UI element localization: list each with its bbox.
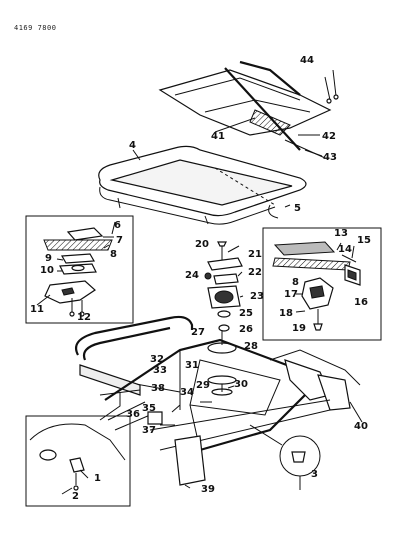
right-inset-detail (262, 227, 382, 341)
callout-15: 15 (357, 235, 371, 246)
callout-37: 37 (142, 425, 156, 436)
callout-41: 41 (211, 131, 225, 142)
callout-2: 2 (72, 491, 79, 502)
callout-38: 38 (151, 383, 165, 394)
callout-25: 25 (239, 308, 253, 319)
callout-4: 4 (129, 140, 136, 151)
callout-18: 18 (279, 308, 293, 319)
callout-24: 24 (185, 270, 199, 281)
callout-9: 9 (45, 253, 52, 264)
callout-43: 43 (323, 152, 337, 163)
callout-20: 20 (195, 239, 209, 250)
callout-34: 34 (180, 387, 194, 398)
callout-22: 22 (248, 267, 262, 278)
callout-5: 5 (294, 203, 301, 214)
drive-stack (204, 241, 244, 396)
sunshade-assembly (158, 60, 339, 159)
callout-13: 13 (334, 228, 348, 239)
callout-19: 19 (292, 323, 306, 334)
callout-36: 36 (126, 409, 140, 420)
callout-11: 11 (30, 304, 44, 315)
callout-35: 35 (142, 403, 156, 414)
callout-31: 31 (185, 360, 199, 371)
callout-28: 28 (244, 341, 258, 352)
callout-8b: 8 (292, 277, 299, 288)
callout-7: 7 (116, 235, 123, 246)
left-inset-detail (25, 215, 134, 324)
callout-30: 30 (234, 379, 248, 390)
callout-29: 29 (196, 380, 210, 391)
callout-17: 17 (284, 289, 298, 300)
callout-40: 40 (354, 421, 368, 432)
callout-12: 12 (77, 312, 91, 323)
callout-23: 23 (250, 291, 264, 302)
clip-circle-detail (249, 424, 321, 490)
callout-44: 44 (300, 55, 314, 66)
callout-21: 21 (248, 249, 262, 260)
callout-3: 3 (311, 469, 318, 480)
callout-26: 26 (239, 324, 253, 335)
callout-8a: 8 (110, 249, 117, 260)
callout-10: 10 (40, 265, 54, 276)
bottom-left-inset-detail (25, 415, 131, 507)
glass-panel (98, 145, 307, 225)
callout-32: 32 (150, 354, 164, 365)
callout-27: 27 (191, 327, 205, 338)
roof-frame (74, 315, 363, 489)
drawing-code: 4169 7800 (14, 24, 57, 32)
callout-6: 6 (114, 220, 121, 231)
callout-14: 14 (338, 244, 352, 255)
callout-16: 16 (354, 297, 368, 308)
callout-42: 42 (322, 131, 336, 142)
callout-39: 39 (201, 484, 215, 495)
callout-33: 33 (153, 365, 167, 376)
callout-1: 1 (94, 473, 101, 484)
